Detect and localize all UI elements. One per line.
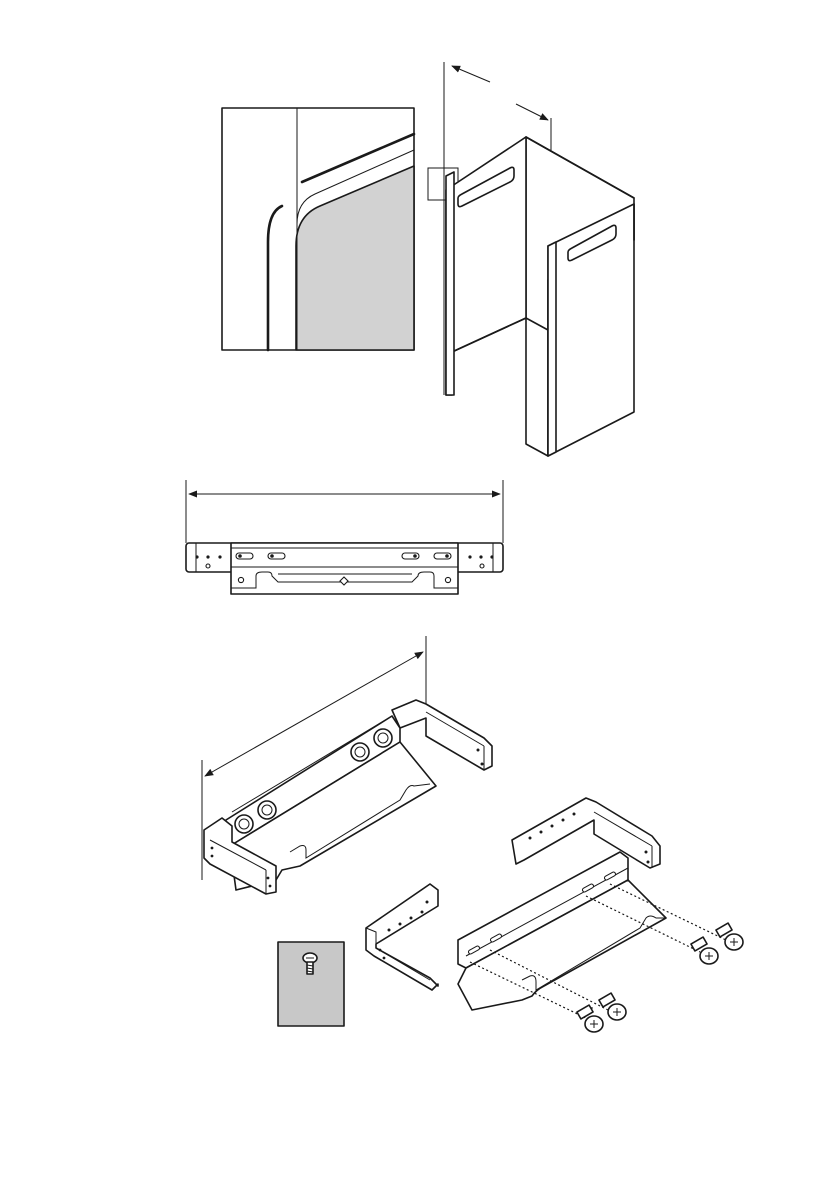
screw xyxy=(577,1005,603,1032)
figure-bracket-assembly xyxy=(202,636,492,894)
figure-bracket-extended xyxy=(186,480,503,594)
direction-arrow-left xyxy=(452,66,490,82)
figure-cabinet xyxy=(222,62,634,456)
screw xyxy=(599,993,626,1020)
cabinet-panel xyxy=(446,137,634,456)
screw xyxy=(716,923,743,950)
direction-arrow-right xyxy=(516,104,548,120)
corner-detail-inset xyxy=(222,108,414,350)
bracket-plate xyxy=(231,543,458,594)
screw-legend-box xyxy=(278,942,344,1026)
screw xyxy=(691,937,718,964)
